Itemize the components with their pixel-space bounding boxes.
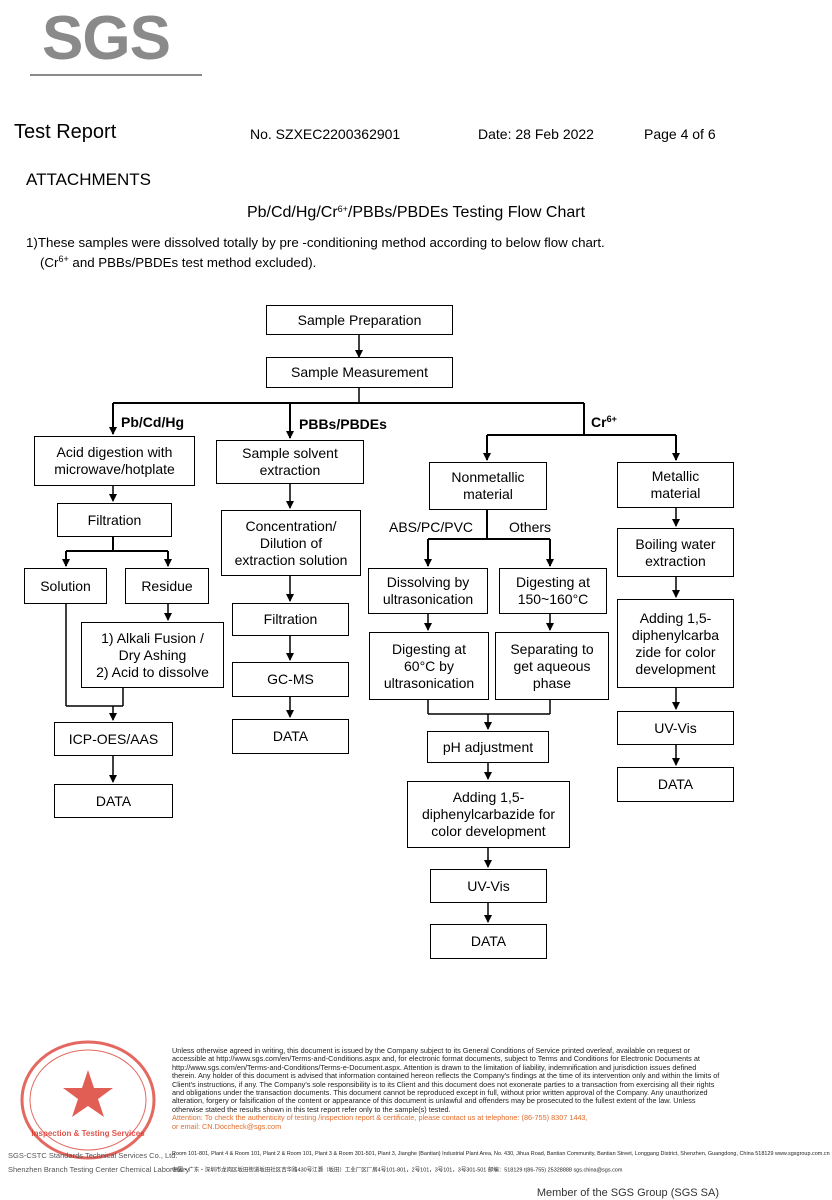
metallic-uvvis-box: UV-Vis (617, 711, 734, 745)
intro-line-2: (Cr6+ and PBBs/PBDEs test method exclude… (40, 254, 317, 271)
metallic-data-box: DATA (617, 767, 734, 802)
others-label: Others (509, 519, 552, 535)
company-stamp: Inspection & Testing Services (20, 1040, 156, 1160)
branch-label-pbb: PBBs/PBDEs (299, 416, 387, 432)
ph-adjustment-box: pH adjustment (427, 731, 549, 763)
branch-label-cr: Cr6+ (591, 414, 617, 430)
stamp-caption-2: Shenzhen Branch Testing Center Chemical … (8, 1165, 190, 1174)
residue-box: Residue (125, 568, 209, 604)
solution-box: Solution (24, 568, 107, 604)
page-number: Page 4 of 6 (644, 126, 716, 142)
abs-label: ABS/PC/PVC (389, 519, 474, 535)
report-number: No. SZXEC2200362901 (250, 126, 401, 142)
pbb-data-box: DATA (232, 719, 349, 754)
gcms-box: GC-MS (232, 662, 349, 697)
pb-data-box: DATA (54, 784, 173, 818)
member-text: Member of the SGS Group (SGS SA) (536, 1187, 719, 1199)
chart-title: Pb/Cd/Hg/Cr6+/PBBs/PBDEs Testing Flow Ch… (246, 204, 586, 221)
branch-label-pb: Pb/Cd/Hg (121, 414, 184, 430)
logo-rule (30, 74, 202, 76)
svg-text:Inspection & Testing Services: Inspection & Testing Services (31, 1129, 145, 1138)
stamp-caption-1: SGS-CSTC Standards Technical Services Co… (8, 1151, 178, 1160)
section-title: ATTACHMENTS (26, 170, 151, 189)
sample-preparation-box: Sample Preparation (266, 305, 453, 335)
sgs-logo: SGS (42, 4, 171, 73)
nonmet-data-box: DATA (430, 924, 547, 959)
pb-filtration-box: Filtration (57, 503, 172, 537)
icp-box: ICP-OES/AAS (54, 722, 173, 756)
nonmet-uvvis-box: UV-Vis (430, 869, 547, 903)
intro-line-1: 1)These samples were dissolved totally b… (26, 235, 605, 250)
report-title: Test Report (14, 121, 117, 143)
report-date: Date: 28 Feb 2022 (478, 126, 594, 142)
legal-disclaimer: Unless otherwise agreed in writing, this… (172, 1046, 720, 1131)
address-chinese: 中国・广东・深圳市龙岗区坂田街道坂田社区吉华路430号江灏（坂田）工业厂区厂房4… (172, 1167, 623, 1174)
address-english: Room 101-801, Plant 4 & Room 101, Plant … (172, 1151, 830, 1157)
sample-measurement-box: Sample Measurement (266, 357, 453, 388)
pbb-filtration-box: Filtration (232, 603, 349, 636)
